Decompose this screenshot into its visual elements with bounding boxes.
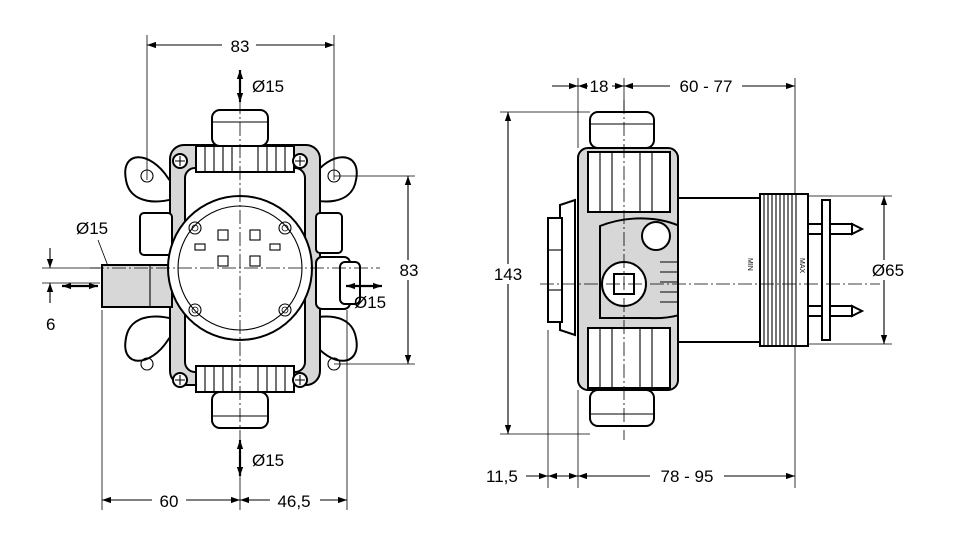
top-ribs	[195, 145, 295, 173]
dim-top-range: 60 - 77	[680, 77, 733, 96]
threaded-sleeve	[759, 193, 809, 347]
dim-top-inlet: Ø15	[252, 77, 284, 96]
side-view: MIN MAX	[486, 76, 904, 488]
bottom-ribs	[195, 365, 295, 393]
front-view: 83 Ø15 Ø15 6 Ø15 83 Ø15 60 46,5	[42, 35, 422, 511]
stem-tube	[677, 197, 761, 343]
right-fitting	[315, 212, 361, 310]
dim-left-offset: 6	[46, 315, 55, 334]
dim-top-width: 83	[231, 37, 250, 56]
dim-right-height: 83	[400, 261, 419, 280]
dim-diameter: Ø65	[872, 261, 904, 280]
dim-bottom-outlet: Ø15	[252, 451, 284, 470]
dim-bottom-range: 78 - 95	[661, 467, 714, 486]
dim-right-outlet: Ø15	[354, 293, 386, 312]
label-max: MAX	[798, 258, 805, 274]
dim-left-inlet: Ø15	[76, 219, 108, 238]
mounting-bracket	[547, 198, 576, 337]
dim-bottom-small: 11,5	[486, 467, 518, 486]
side-extension-lines	[500, 78, 892, 488]
dim-top-small: 18	[590, 77, 609, 96]
dim-height: 143	[494, 265, 522, 284]
screw-heads	[172, 153, 308, 388]
label-min: MIN	[746, 258, 753, 271]
pins	[807, 199, 865, 341]
dim-bottom-left: 60	[160, 492, 179, 511]
left-pipe	[101, 212, 173, 308]
dim-bottom-right: 46,5	[277, 492, 310, 511]
